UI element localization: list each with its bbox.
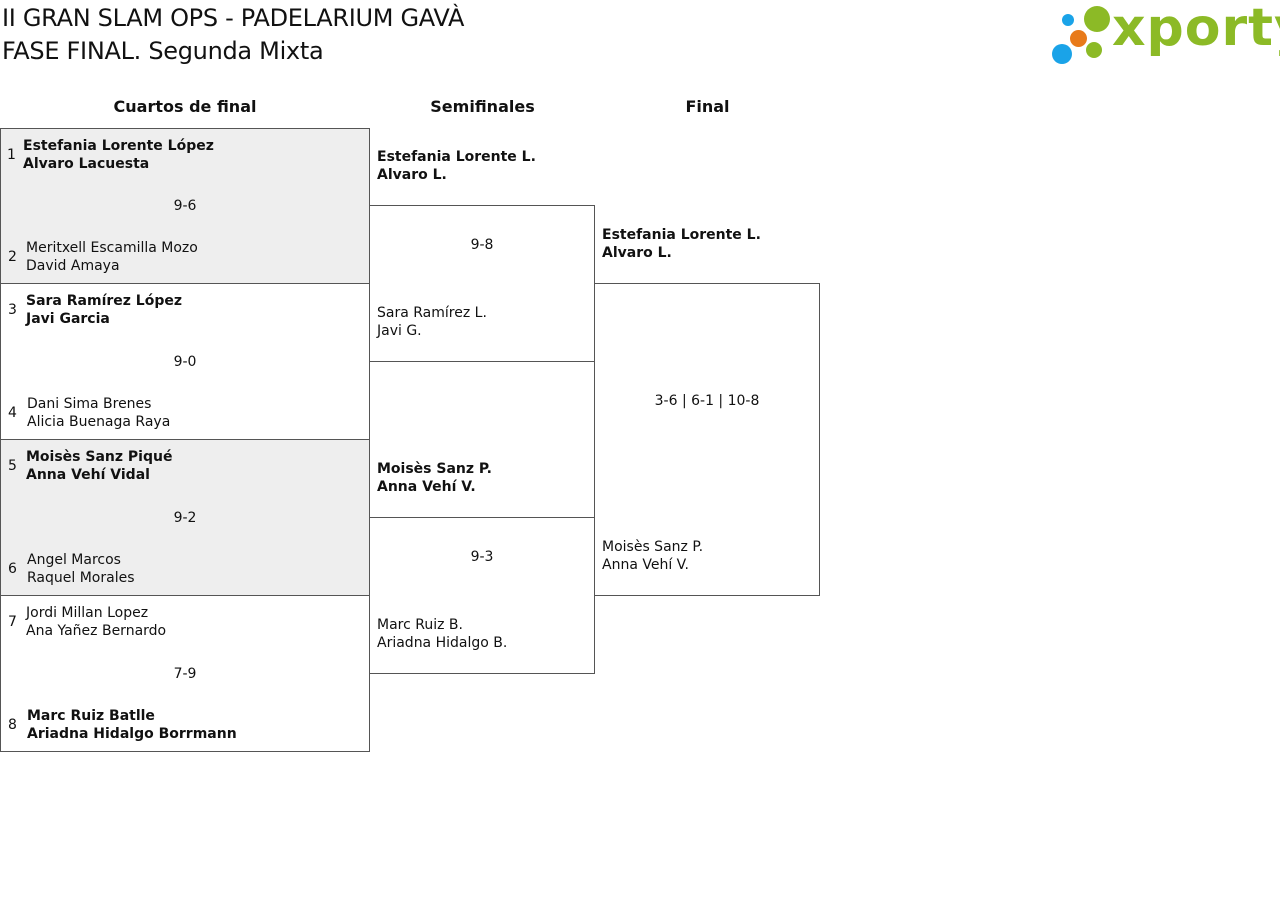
player-name: Anna Vehí V. [377, 479, 476, 495]
player-name: Angel Marcos [27, 552, 121, 568]
seed-number: 7 [8, 614, 17, 630]
page-title: II GRAN SLAM OPS - PADELARIUM GAVÀ [2, 4, 465, 32]
quarterfinal-match-1: 1 Estefania Lorente López Alvaro Lacuest… [0, 128, 370, 284]
match-score: 7-9 [173, 666, 197, 682]
quarterfinal-match-4: 7 Jordi Millan Lopez Ana Yañez Bernardo … [0, 595, 370, 752]
player-name: Marc Ruiz B. [377, 617, 463, 633]
team[interactable]: Dani Sima Brenes Alicia Buenaga Raya [27, 395, 170, 431]
team[interactable]: Moisès Sanz P. Anna Vehí V. [602, 538, 703, 574]
logo-dot-orange-icon [1070, 30, 1087, 47]
semifinal-match-2: 9-3 Marc Ruiz B. Ariadna Hidalgo B. [369, 517, 595, 674]
team[interactable]: Meritxell Escamilla Mozo David Amaya [26, 239, 198, 275]
seed-number: 1 [7, 147, 16, 163]
seed-number: 3 [8, 302, 17, 318]
match-score: 9-8 [470, 237, 494, 253]
logo-dot-blue-icon [1052, 44, 1072, 64]
xporty-logo[interactable]: xporty [1050, 0, 1280, 68]
player-name: Anna Vehí Vidal [26, 467, 150, 483]
logo-dot-blue-small-icon [1062, 14, 1074, 26]
team[interactable]: Angel Marcos Raquel Morales [27, 551, 135, 587]
match-score: 9-3 [470, 549, 494, 565]
seed-number: 8 [8, 717, 17, 733]
player-name: Alvaro L. [377, 167, 447, 183]
player-name: Anna Vehí V. [602, 557, 689, 573]
team[interactable]: Sara Ramírez L. Javi G. [377, 304, 487, 340]
player-name: Javi G. [377, 323, 422, 339]
match-score: 9-2 [173, 510, 197, 526]
player-name: Alicia Buenaga Raya [27, 414, 171, 430]
player-name: Alvaro L. [602, 245, 672, 261]
quarterfinal-match-3: 5 Moisès Sanz Piqué Anna Vehí Vidal 9-2 … [0, 439, 370, 596]
round-header-quarterfinals: Cuartos de final [113, 97, 257, 116]
player-name: Estefania Lorente L. [377, 149, 536, 165]
quarterfinal-match-2: 3 Sara Ramírez López Javi Garcia 9-0 4 D… [0, 283, 370, 440]
match-score: 3-6 | 6-1 | 10-8 [654, 393, 760, 409]
page-subtitle: FASE FINAL. Segunda Mixta [2, 37, 324, 65]
final-match: 3-6 | 6-1 | 10-8 Moisès Sanz P. Anna Veh… [594, 283, 820, 596]
player-name: Moisès Sanz P. [377, 461, 492, 477]
player-name: Meritxell Escamilla Mozo [26, 240, 198, 256]
player-name: Sara Ramírez López [26, 293, 182, 309]
player-name: Ariadna Hidalgo Borrmann [27, 726, 237, 742]
player-name: Estefania Lorente L. [602, 227, 761, 243]
match-score: 9-0 [173, 354, 197, 370]
team-winner[interactable]: Marc Ruiz Batlle Ariadna Hidalgo Borrman… [27, 707, 237, 743]
seed-number: 2 [8, 249, 17, 265]
seed-number: 5 [8, 458, 17, 474]
team[interactable]: Marc Ruiz B. Ariadna Hidalgo B. [377, 616, 507, 652]
player-name: Sara Ramírez L. [377, 305, 487, 321]
player-name: Alvaro Lacuesta [23, 156, 150, 172]
match-score: 9-6 [173, 198, 197, 214]
player-name: David Amaya [26, 258, 120, 274]
team-winner[interactable]: Estefania Lorente L. Alvaro L. [602, 226, 761, 262]
team-winner[interactable]: Moisès Sanz P. Anna Vehí V. [377, 460, 492, 496]
seed-number: 6 [8, 561, 17, 577]
round-header-semifinals: Semifinales [430, 97, 535, 116]
player-name: Moisès Sanz Piqué [26, 449, 173, 465]
team-winner[interactable]: Estefania Lorente L. Alvaro L. [377, 148, 536, 184]
player-name: Ana Yañez Bernardo [26, 623, 167, 639]
round-header-final: Final [685, 97, 730, 116]
player-name: Estefania Lorente López [23, 138, 214, 154]
team-winner[interactable]: Sara Ramírez López Javi Garcia [26, 292, 182, 328]
team[interactable]: Jordi Millan Lopez Ana Yañez Bernardo [26, 604, 166, 640]
semifinal-match-1: 9-8 Sara Ramírez L. Javi G. [369, 205, 595, 362]
player-name: Dani Sima Brenes [27, 396, 152, 412]
team-winner[interactable]: Moisès Sanz Piqué Anna Vehí Vidal [26, 448, 172, 484]
player-name: Jordi Millan Lopez [26, 605, 149, 621]
logo-dot-green-small-icon [1086, 42, 1102, 58]
seed-number: 4 [8, 405, 17, 421]
player-name: Marc Ruiz Batlle [27, 708, 155, 724]
player-name: Ariadna Hidalgo B. [377, 635, 508, 651]
player-name: Moisès Sanz P. [602, 539, 704, 555]
logo-wordmark: xporty [1112, 0, 1280, 58]
team-winner[interactable]: Estefania Lorente López Alvaro Lacuesta [23, 137, 214, 173]
player-name: Javi Garcia [26, 311, 110, 327]
player-name: Raquel Morales [27, 570, 135, 586]
logo-dot-green-icon [1084, 6, 1110, 32]
